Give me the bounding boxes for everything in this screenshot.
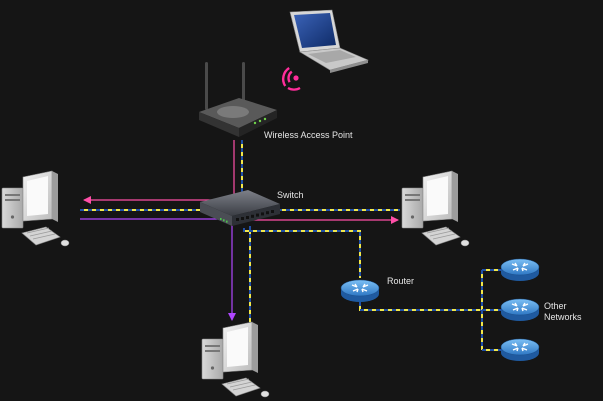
router-icon [340, 279, 380, 303]
other-networks-label-line2: Networks [544, 312, 582, 322]
pink-flow-to-left-pc [83, 140, 235, 204]
wireless-access-point-label: Wireless Access Point [264, 130, 353, 140]
cable-switch-router [243, 228, 361, 278]
desktop-computer-bottom [201, 321, 270, 398]
wireless-router-icon [199, 62, 277, 137]
switch-label: Switch [277, 190, 304, 200]
desktop-computer-left [1, 170, 70, 247]
router-icon-network-3 [500, 338, 540, 362]
desktop-computer-right [401, 170, 470, 247]
other-networks-label-line1: Other [544, 301, 567, 311]
cable-router-networks [359, 269, 502, 351]
router-icon-network-2 [500, 298, 540, 322]
network-switch-icon [200, 190, 280, 226]
laptop-icon [289, 9, 369, 73]
router-label: Router [387, 276, 415, 286]
wifi-signal-icon [282, 67, 301, 91]
purple-flow-to-bottom-pc [80, 218, 236, 321]
router-icon-network-1 [500, 258, 540, 282]
cables [80, 140, 502, 351]
